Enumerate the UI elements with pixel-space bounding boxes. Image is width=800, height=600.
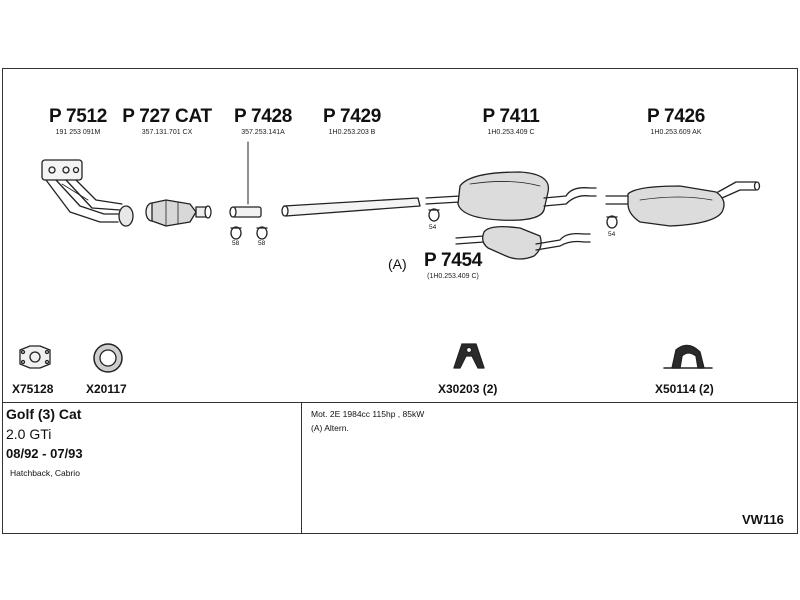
clamp-icon[interactable] [428,208,440,222]
accessory-code[interactable]: X20117 [86,382,127,396]
clamp-icon[interactable] [256,226,268,240]
front-pipe-shape[interactable] [281,197,421,217]
engine-spec-note: Mot. 2E 1984cc 115hp , 85kW [311,409,425,419]
alt-middle-silencer-shape[interactable] [455,226,591,260]
part-number: P 7429 [322,106,382,127]
part-number: P 7426 [646,106,706,127]
middle-silencer-shape[interactable] [425,171,597,221]
diagram-code: VW116 [742,512,784,527]
part-label-exhaust-manifold-pipe[interactable]: P 7512 191 253 091M [40,106,116,136]
clamp-icon[interactable] [230,226,242,240]
rear-silencer-shape[interactable] [605,181,761,227]
part-ref: 357.131.701 CX [141,129,193,136]
diagram-frame [2,68,798,534]
vehicle-model: Golf (3) Cat [6,406,82,422]
clamp-label: 58 [232,240,240,247]
info-divider [2,402,798,403]
part-number: P 7428 [233,106,293,127]
clamp-label: 58 [258,240,266,247]
part-number: P 7454 [423,250,483,271]
vehicle-period: 08/92 - 07/93 [6,446,83,461]
part-label-middle-silencer[interactable]: P 7411 1H0.253.409 C [470,106,552,136]
alt-part-marker: (A) [388,256,407,272]
flange-gasket-icon[interactable] [19,345,51,369]
part-number: P 7411 [482,106,540,127]
rubber-mount-icon[interactable] [453,343,485,369]
part-label-alt-middle-silencer[interactable]: P 7454 (1H0.253.409 C) [418,250,488,280]
exhaust-manifold-pipe-shape[interactable] [41,159,134,227]
alternative-legend-note: (A) Altern. [311,423,349,433]
part-ref: 357.253.141A [241,129,285,136]
clamp-label: 54 [608,231,616,238]
hanger-bracket-icon[interactable] [663,344,713,369]
accessory-code[interactable]: X30203 (2) [438,382,498,396]
part-label-connector-pipe[interactable]: P 7428 357.253.141A [226,106,300,136]
info-column-divider [301,402,302,534]
part-label-front-pipe[interactable]: P 7429 1H0.253.203 B [312,106,392,136]
catalytic-converter-shape[interactable] [145,199,212,227]
part-label-catalytic-converter[interactable]: P 727 CAT 357.131.701 CX [118,106,216,136]
part-number: P 7512 [48,106,108,127]
part-ref: (1H0.253.409 C) [427,273,479,280]
vehicle-body: Hatchback, Cabrio [10,468,80,478]
vehicle-engine: 2.0 GTi [6,426,52,442]
accessory-code[interactable]: X50114 (2) [655,382,714,396]
part-ref: 1H0.253.609 AK [650,129,702,136]
clamp-icon[interactable] [606,215,618,229]
ring-gasket-icon[interactable] [93,343,123,373]
connector-pipe-shape[interactable] [229,141,262,218]
part-ref: 1H0.253.203 B [328,129,376,136]
part-number: P 727 CAT [122,106,212,127]
accessory-code[interactable]: X75128 [12,382,54,396]
part-label-rear-silencer[interactable]: P 7426 1H0.253.609 AK [634,106,718,136]
part-ref: 191 253 091M [55,129,101,136]
part-ref: 1H0.253.409 C [487,129,535,136]
clamp-label: 54 [429,224,437,231]
